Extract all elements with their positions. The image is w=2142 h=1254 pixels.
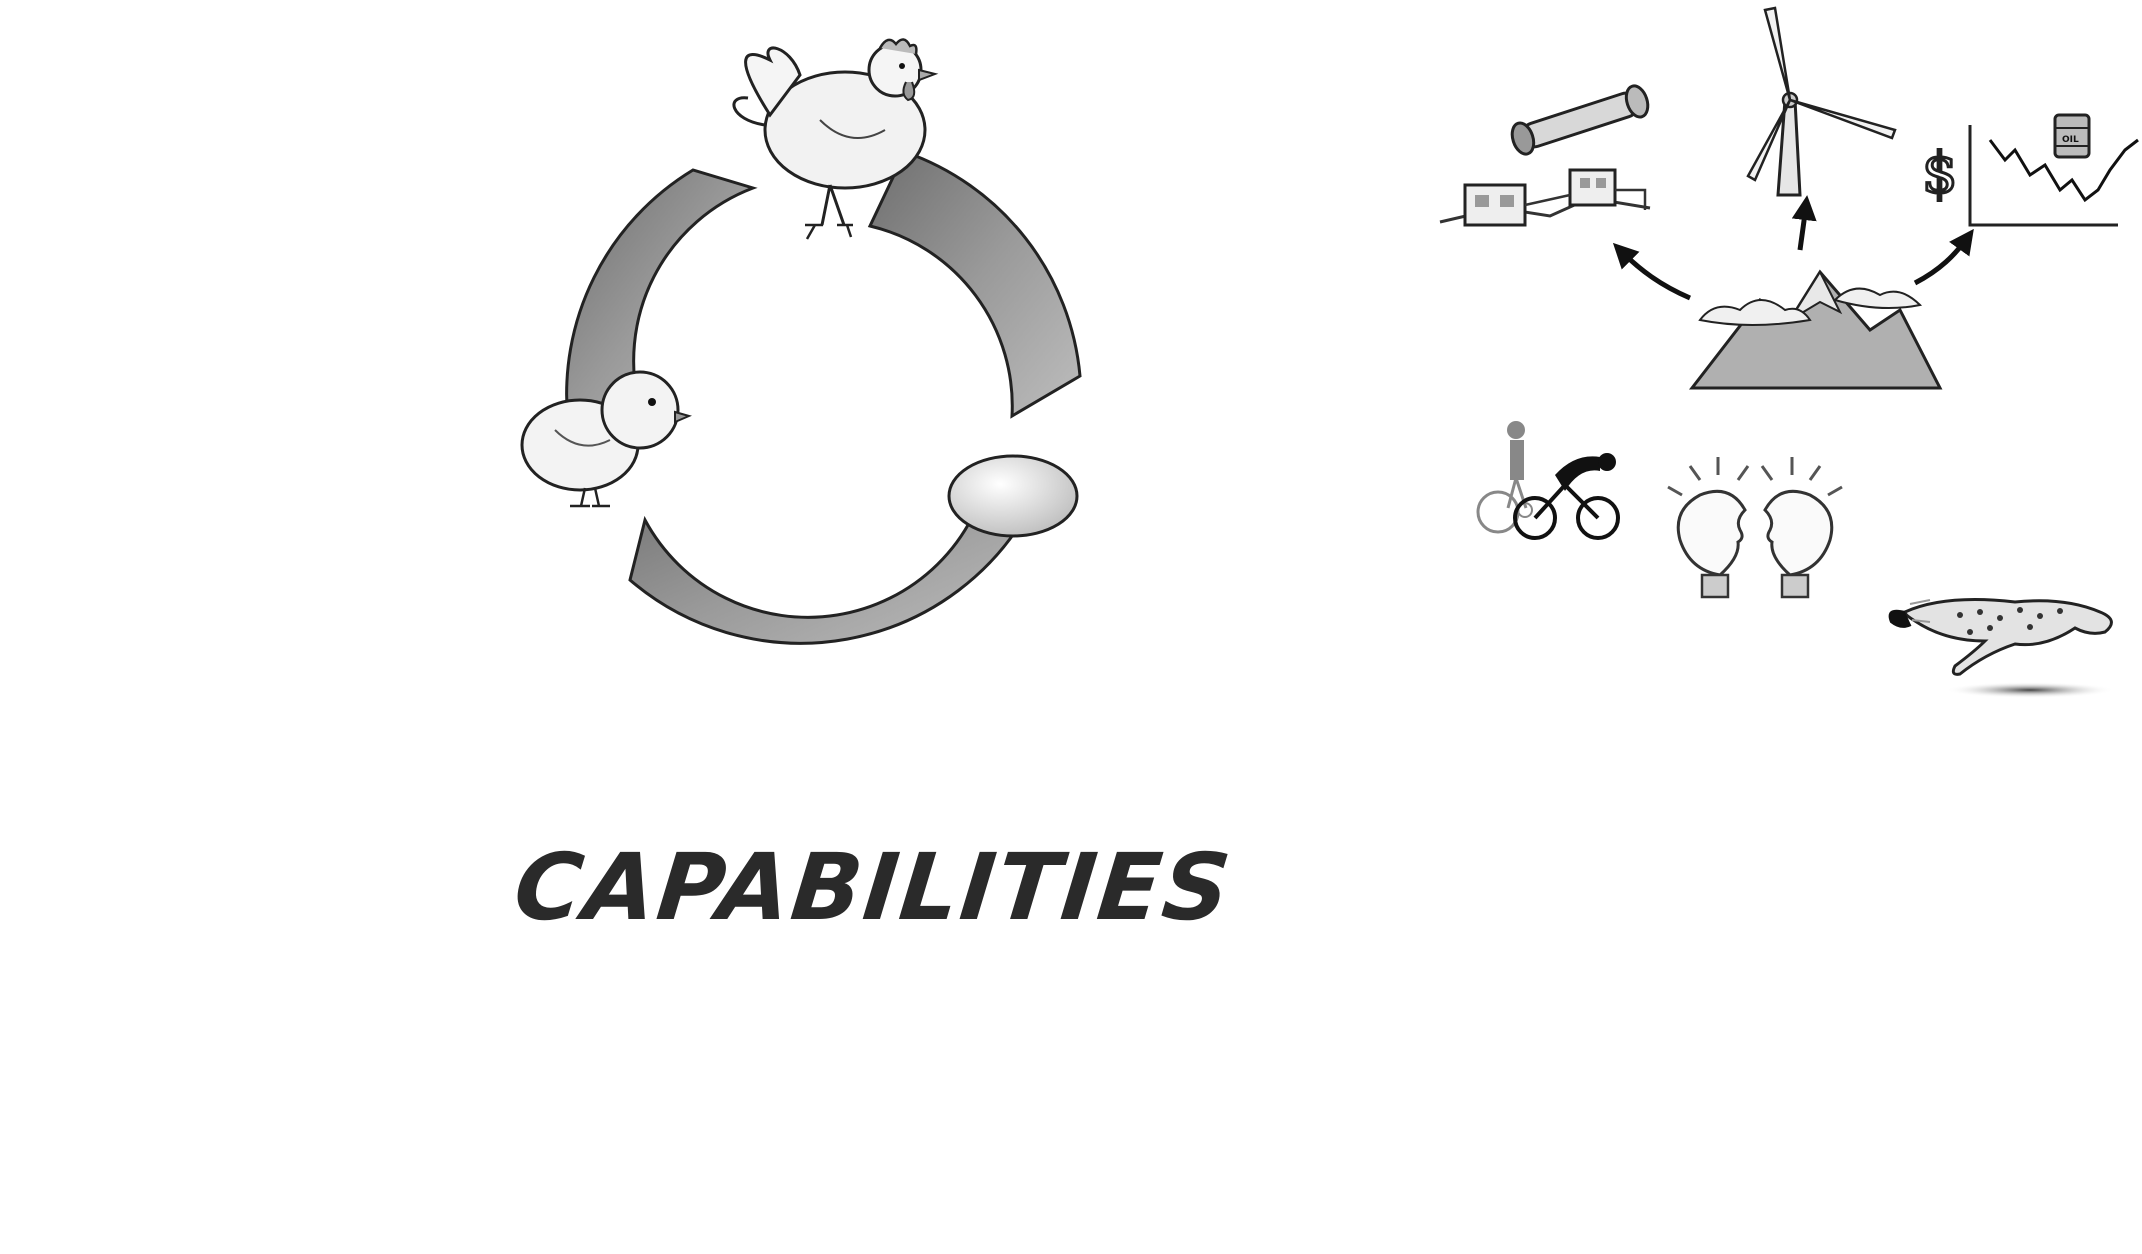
hen-icon <box>732 38 939 240</box>
lightbulbs-kissing-icon <box>1667 457 1843 599</box>
refinery-icon <box>1439 84 1651 227</box>
arrow-to-oil-price <box>1913 228 1974 286</box>
mountain-icon <box>1688 269 1943 390</box>
dollar-sign-icon: $ <box>1922 141 1958 206</box>
egg-icon <box>947 454 1079 538</box>
capabilities-label: CAPABILITIES <box>509 834 1237 941</box>
penny-farthing-cyclist-icon <box>1476 421 1533 534</box>
wind-turbine-icon <box>1746 6 1897 197</box>
racing-cyclist-icon <box>1513 453 1620 540</box>
lightbulb-left-icon <box>1667 457 1750 599</box>
oil-barrel-label: OIL <box>2062 135 2079 145</box>
cycle-arc-right <box>867 150 1082 419</box>
lightbulb-right-icon <box>1760 457 1843 599</box>
cheetah-icon <box>1888 598 2115 698</box>
chicken-egg-cycle <box>520 38 1082 645</box>
arrow-to-wind-turbine <box>1791 195 1817 251</box>
oil-barrel-icon: OIL <box>2053 113 2091 159</box>
arrow-to-refinery <box>1612 242 1691 301</box>
energy-resources-group: OIL $ <box>1439 6 2139 390</box>
cycle-arc-bottom <box>628 461 1032 645</box>
chick-icon <box>520 370 692 508</box>
oil-price-chart-icon: OIL $ <box>1921 113 2139 227</box>
